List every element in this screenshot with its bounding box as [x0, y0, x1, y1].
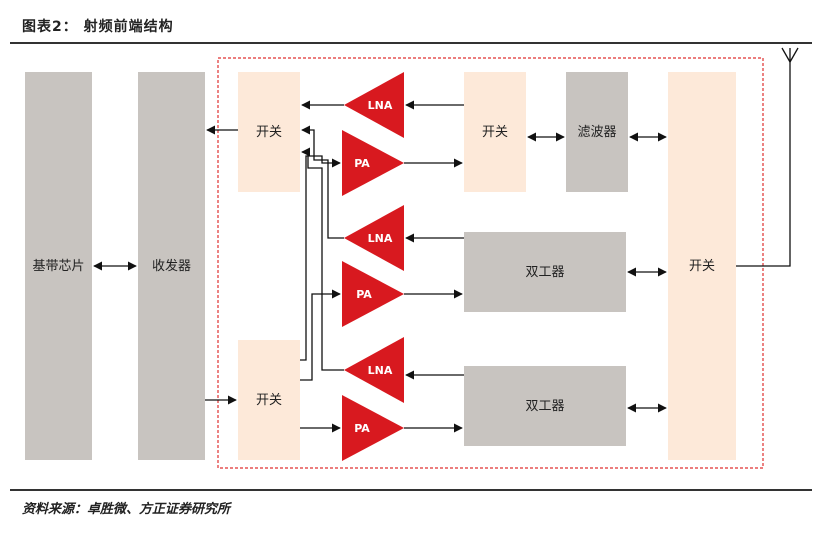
pa-amplifier-2: PA — [342, 261, 404, 327]
duplexer-2-label: 双工器 — [525, 399, 564, 414]
switch-antenna-block: 开关 — [668, 72, 736, 460]
switch-rx-block: 开关 — [238, 72, 300, 192]
switch-tx-label: 开关 — [256, 393, 282, 408]
tx-switch-to-pa1 — [300, 155, 341, 361]
switch-rx-label: 开关 — [256, 125, 282, 140]
duplexer-block-1: 双工器 — [464, 232, 626, 312]
tx-switch-to-pa2 — [300, 289, 341, 381]
switch-tx-block: 开关 — [238, 340, 300, 460]
pa-3-label: PA — [354, 422, 370, 435]
lna-amplifier-1: LNA — [344, 72, 404, 138]
duplexer-block-2: 双工器 — [464, 366, 626, 446]
filter-block: 滤波器 — [566, 72, 628, 192]
rf-frontend-boundary — [217, 57, 764, 469]
baseband-chip-block: 基带芯片 — [25, 72, 92, 460]
pa-amplifier-1: PA — [342, 130, 404, 196]
lna2-to-rx-switch — [301, 125, 344, 239]
lna3-to-rx-switch — [301, 147, 344, 371]
switch-filter-label: 开关 — [482, 125, 508, 140]
switch-filter-block: 开关 — [464, 72, 526, 192]
pa-2-label: PA — [356, 288, 372, 301]
baseband-chip-label: 基带芯片 — [32, 259, 84, 274]
source-note: 资料来源：卓胜微、方正证券研究所 — [22, 502, 231, 517]
pa-1-label: PA — [354, 157, 370, 170]
lna-3-label: LNA — [368, 364, 393, 377]
lna-amplifier-3: LNA — [344, 337, 404, 403]
figure-title: 图表2： 射频前端结构 — [22, 19, 174, 35]
transceiver-label: 收发器 — [152, 258, 191, 274]
lna-2-label: LNA — [368, 232, 393, 245]
antenna-icon — [781, 47, 799, 63]
lna-amplifier-2: LNA — [344, 205, 404, 271]
duplexer-1-label: 双工器 — [525, 265, 564, 280]
pa-amplifier-3: PA — [342, 395, 404, 461]
transceiver-block: 收发器 — [138, 72, 205, 460]
antenna-feed — [736, 62, 791, 267]
switch-antenna-label: 开关 — [689, 259, 715, 274]
lna-1-label: LNA — [368, 99, 393, 112]
filter-label: 滤波器 — [577, 125, 616, 140]
